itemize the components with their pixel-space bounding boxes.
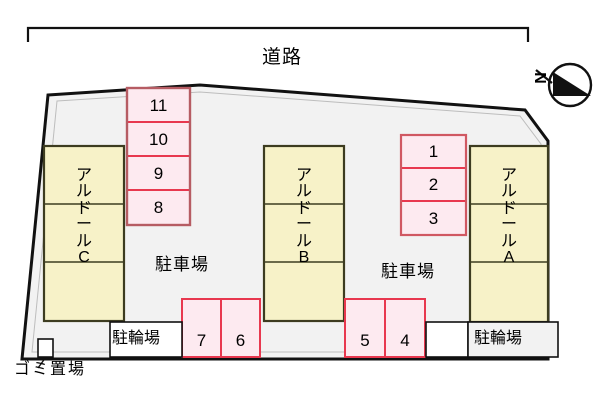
stall-7 (181, 298, 222, 358)
stall-10 (126, 121, 191, 157)
stall-11 (126, 87, 191, 123)
stall-group-north-west[interactable] (125, 86, 192, 227)
stall-2 (400, 167, 467, 202)
stall-8 (126, 189, 191, 226)
stall-9 (126, 155, 191, 191)
bike-parking-left[interactable] (109, 321, 183, 358)
stall-3 (400, 200, 467, 236)
bike-parking-right[interactable] (467, 321, 559, 358)
compass-rose (535, 62, 593, 108)
stall-6 (220, 298, 261, 358)
stall-group-south-west[interactable] (181, 298, 261, 358)
building-aldor-c[interactable] (42, 144, 126, 323)
building-aldor-a[interactable] (468, 144, 550, 324)
stall-group-south-east[interactable] (344, 298, 426, 358)
building-aldor-b[interactable] (262, 144, 346, 323)
stall-1 (400, 134, 467, 169)
blank-box-right (425, 321, 469, 358)
stall-4 (384, 298, 426, 358)
stall-group-north-east[interactable] (399, 133, 468, 237)
stall-5 (344, 298, 386, 358)
road-bracket (26, 26, 530, 42)
garbage-area[interactable] (37, 338, 54, 369)
